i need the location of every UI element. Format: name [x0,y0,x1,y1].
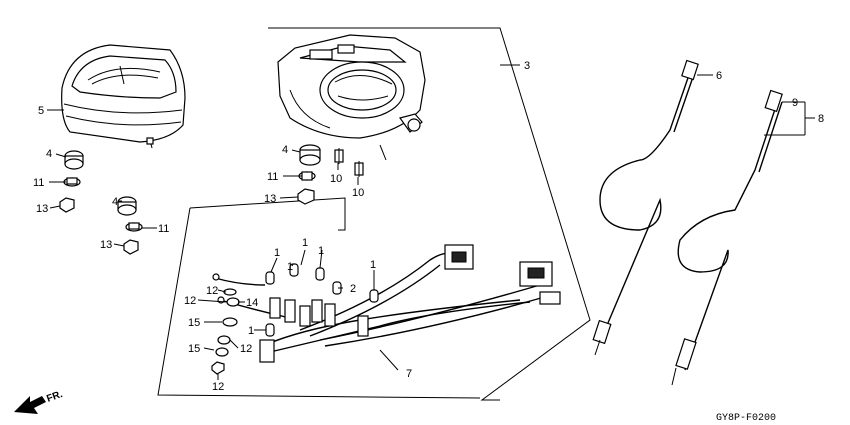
leader-lines [47,74,815,380]
callout-1-a: 1 [302,237,308,249]
callout-4-left-lower: 4 [112,196,118,208]
tachometer-cable [671,89,783,386]
bulb-socket-10a [334,148,344,164]
callout-13-left-upper: 13 [36,203,48,215]
nut-left-lower [123,239,139,255]
grommet-left-upper [64,150,84,170]
grommet-left-lower [117,196,137,216]
callout-9: 9 [792,97,798,109]
callouts: 5 4 11 13 4 11 13 4 11 13 10 10 3 6 9 8 … [33,60,824,393]
callout-11-left-upper: 11 [33,177,44,189]
callout-8: 8 [818,113,824,125]
callout-3: 3 [524,60,530,72]
callout-11-left-lower: 11 [158,223,169,235]
drawing-code: GY8P-F0200 [716,413,776,424]
front-direction-arrow: FR. [14,389,64,414]
callout-1-c: 1 [274,247,280,259]
callout-10b: 10 [352,187,364,199]
part-3-group-outline [268,27,591,401]
callout-12-b: 12 [184,295,196,307]
callout-5: 5 [38,105,44,117]
callout-15-b: 15 [188,343,200,355]
callout-1-e: 1 [370,259,376,271]
nut-left-upper [59,197,75,213]
callout-4-left-upper: 4 [46,148,52,160]
callout-11-center: 11 [267,171,278,183]
callout-1-f: 1 [248,325,254,337]
part-7-group-outline [157,197,481,399]
callout-2: 2 [350,283,356,295]
callout-7: 7 [406,368,412,380]
grommet-center [299,144,321,166]
washers-nuts [211,288,240,375]
speedometer-assembly-left [61,44,186,149]
callout-10a: 10 [330,173,342,185]
meter-assembly-center [277,34,426,161]
callout-15-a: 15 [188,317,200,329]
callout-6: 6 [716,70,722,82]
callout-1-d: 1 [287,261,293,273]
wire-harness [212,244,561,363]
callout-4-center: 4 [282,144,288,156]
callout-14: 14 [246,297,258,309]
arrow-icon [14,396,46,414]
callout-1-b: 1 [318,245,324,257]
collar-left-lower [125,222,143,232]
collar-left-upper [63,177,81,187]
callout-13-center: 13 [264,193,276,205]
direction-label: FR. [45,389,64,405]
callout-12-a: 12 [206,285,218,297]
callout-12-d: 12 [212,381,224,393]
nut-center [297,188,315,205]
callout-13-left-lower: 13 [100,239,112,251]
bulb-socket-10b [354,161,364,177]
callout-12-c: 12 [240,343,252,355]
speedometer-cable [592,59,699,356]
